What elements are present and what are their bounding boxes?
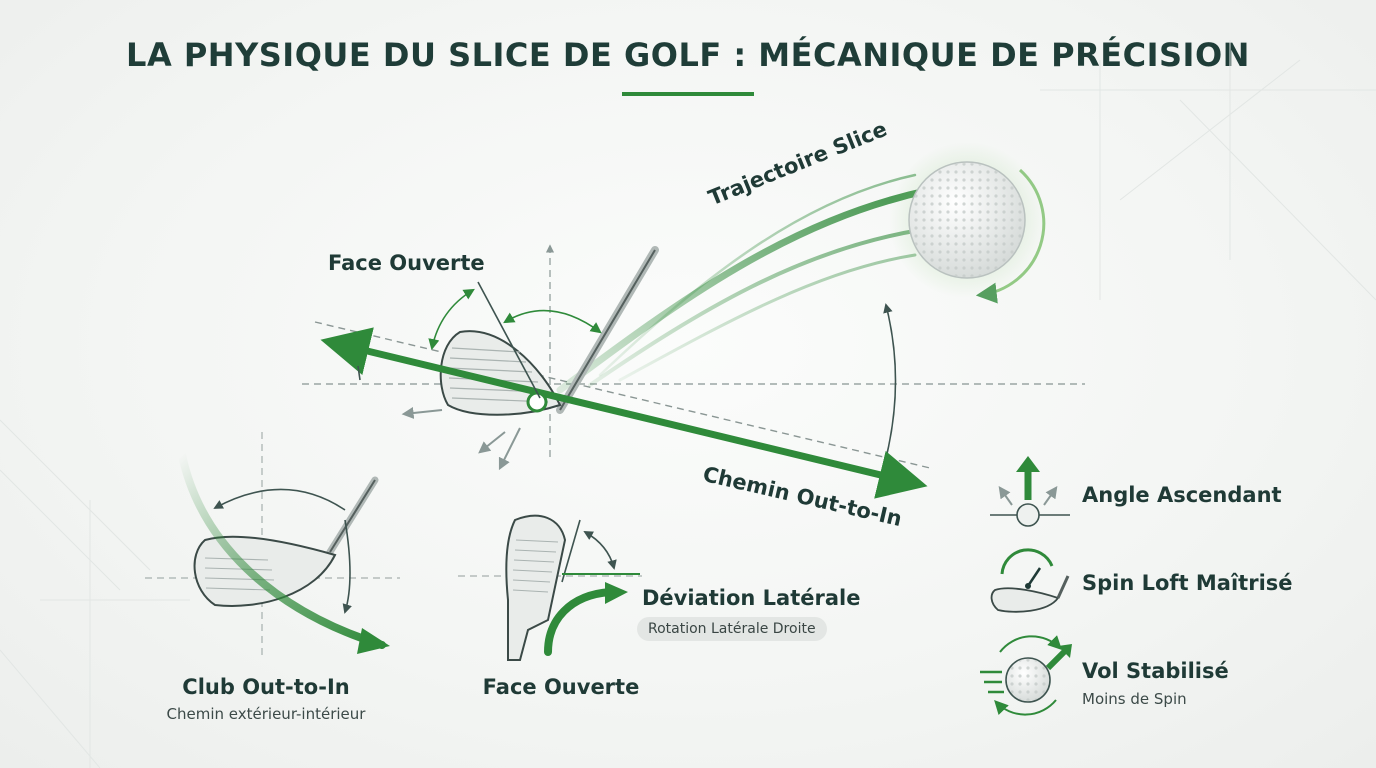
club-panel-subtitle: Chemin extérieur-intérieur [166, 705, 366, 723]
deviation-badge: Rotation Latérale Droite [637, 617, 827, 641]
club-panel-title: Club Out-to-In [182, 675, 350, 699]
title-underline [622, 92, 754, 96]
stable-flight-icon [980, 635, 1072, 716]
benefit-ascending-angle: Angle Ascendant [1082, 483, 1282, 507]
face-angle-arc [428, 288, 475, 351]
out-to-in-path-arrow [320, 327, 928, 499]
club-path-panel [145, 432, 400, 656]
ball-trail [556, 173, 934, 394]
face-panel-title: Face Ouverte [482, 675, 640, 699]
face-panel [458, 514, 642, 661]
launch-angle-arc [883, 303, 897, 459]
deviation-title: Déviation Latérale [642, 586, 861, 610]
ascending-angle-icon [990, 456, 1070, 527]
face-ouverte-label: Face Ouverte [328, 251, 485, 275]
background-decoration [0, 40, 1376, 768]
page-title: LA PHYSIQUE DU SLICE DE GOLF : MÉCANIQUE… [126, 36, 1250, 74]
path-angle-arc [503, 309, 602, 334]
benefit-stable-flight-sub: Moins de Spin [1082, 690, 1187, 708]
benefit-stable-flight: Vol Stabilisé [1082, 659, 1229, 683]
spin-loft-gauge-icon [990, 548, 1070, 613]
impact-point [526, 391, 548, 413]
benefit-spin-loft: Spin Loft Maîtrisé [1082, 571, 1293, 595]
main-diagram [302, 142, 1085, 499]
